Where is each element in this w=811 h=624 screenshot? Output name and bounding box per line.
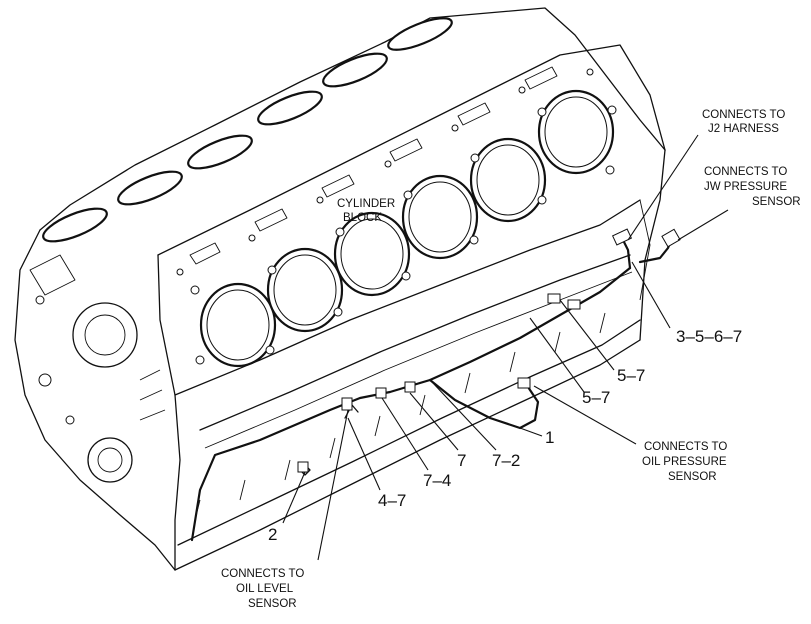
cylinder-block-label: CYLINDER BLOCK [337, 198, 395, 224]
oil-pressure-label-line3: SENSOR [668, 471, 717, 483]
callout-7-2: 7–2 [492, 451, 520, 470]
sensors-connectors [297, 228, 681, 473]
callout-4-7: 4–7 [378, 491, 406, 510]
deck-passages [189, 66, 558, 265]
callout-5-7-upper: 5–7 [617, 366, 645, 385]
callout-7-4: 7–4 [423, 471, 451, 490]
front-face-details [29, 254, 166, 483]
head-bolt-holes [176, 68, 617, 365]
cylinder-block-label-line2: BLOCK [343, 212, 382, 224]
jw-pressure-label-line2: JW PRESSURE [704, 181, 787, 193]
upper-bank-cylinders [42, 17, 453, 243]
oil-level-label: CONNECTS TO OIL LEVEL SENSOR [221, 568, 304, 610]
jw-pressure-label-line1: CONNECTS TO [704, 166, 787, 178]
leader-lines [282, 134, 729, 561]
callout-2: 2 [268, 525, 277, 544]
j2-harness-label-line2: J2 HARNESS [708, 123, 779, 135]
jw-pressure-label-line3: SENSOR [752, 196, 801, 208]
callout-5-7-lower: 5–7 [582, 388, 610, 407]
oil-level-label-line1: CONNECTS TO [221, 568, 304, 580]
jw-pressure-label: CONNECTS TO JW PRESSURE SENSOR [704, 166, 801, 208]
oil-level-label-line2: OIL LEVEL [236, 583, 294, 595]
callout-7: 7 [457, 451, 466, 470]
oil-pressure-label: CONNECTS TO OIL PRESSURE SENSOR [642, 441, 727, 483]
oil-pressure-label-line1: CONNECTS TO [644, 441, 727, 453]
cylinder-block-label-line1: CYLINDER [337, 198, 395, 210]
callout-numbers: 3–5–6–7 5–7 5–7 1 7–2 7 7–4 4–7 2 [268, 327, 742, 544]
j2-harness-label-line1: CONNECTS TO [702, 109, 785, 121]
oil-level-label-line3: SENSOR [248, 598, 297, 610]
oil-pressure-label-line2: OIL PRESSURE [642, 456, 727, 468]
callout-1: 1 [545, 428, 554, 447]
callout-3-5-6-7: 3–5–6–7 [676, 327, 742, 346]
j2-harness-label: CONNECTS TO J2 HARNESS [702, 109, 785, 135]
lower-bank-cylinders [199, 89, 615, 368]
